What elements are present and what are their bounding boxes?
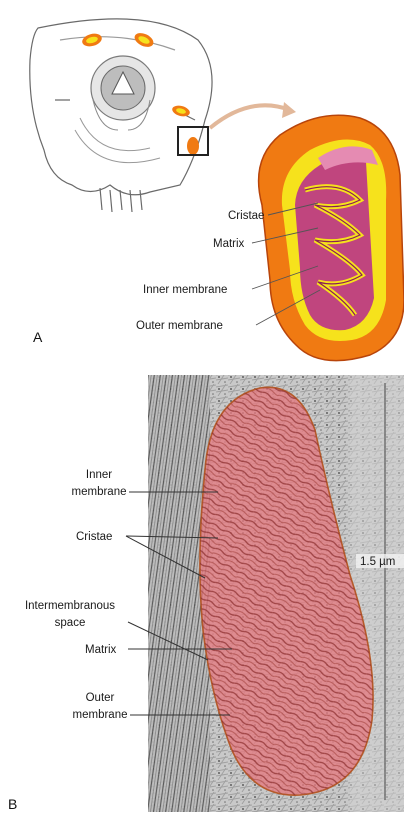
panel-letter-b: B (8, 796, 17, 812)
label-matrix-a: Matrix (213, 238, 245, 250)
label-outer-membrane-b-line2: membrane (73, 709, 128, 721)
label-cristae-b: Cristae (76, 531, 112, 543)
panel-letter-a: A (33, 329, 43, 345)
label-outer-membrane-a: Outer membrane (136, 320, 223, 332)
nucleus (75, 56, 160, 163)
label-matrix-b: Matrix (85, 644, 117, 656)
label-inner-membrane-b-line1: Inner (86, 469, 112, 481)
label-intermembranous-b-line1: Intermembranous (25, 600, 115, 612)
mitochondrion-cutaway (259, 115, 404, 360)
label-intermembranous-b-line2: space (55, 617, 86, 629)
label-cristae-a: Cristae (228, 210, 264, 222)
scale-bar-label: 1.5 µm (360, 556, 395, 568)
panel-b: 1.5 µm Inner membrane Cristae Intermembr… (8, 375, 404, 812)
label-inner-membrane-b-line2: membrane (72, 486, 127, 498)
panel-a: Cristae Matrix Inner membrane Outer memb… (30, 19, 404, 361)
zoom-arrow (210, 105, 290, 128)
label-inner-membrane-a: Inner membrane (143, 284, 227, 296)
label-outer-membrane-b-line1: Outer (86, 692, 115, 704)
